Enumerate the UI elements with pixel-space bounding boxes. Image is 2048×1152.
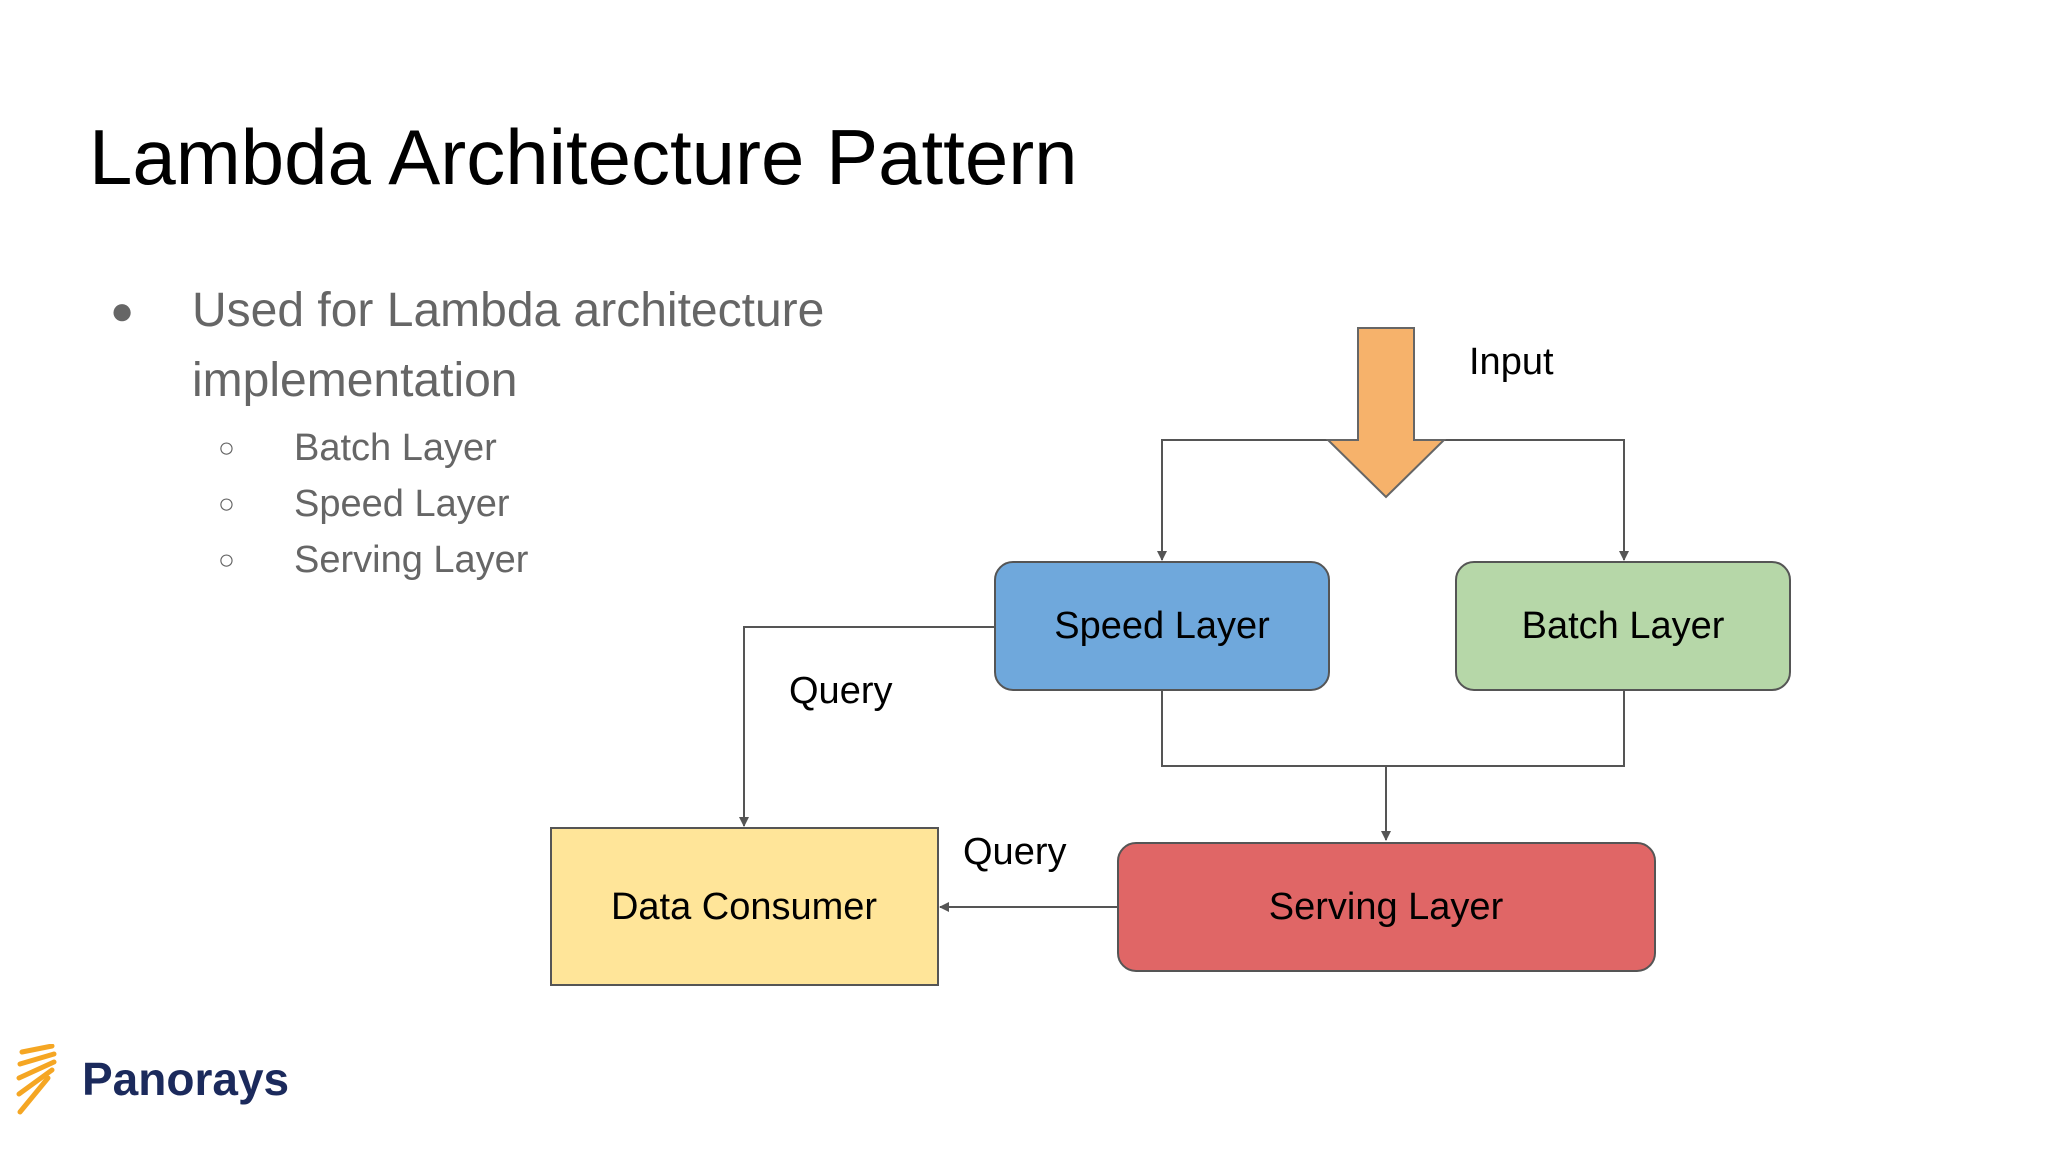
sub-bullet-text: Speed Layer [294,483,510,525]
node-serving-layer: Serving Layer [1117,842,1656,972]
node-speed-layer-label: Speed Layer [1054,605,1270,647]
node-data-consumer: Data Consumer [550,827,939,986]
panorays-mark-icon [16,1044,57,1115]
input-to-batch-connector [1442,439,1629,561]
bullet-marker-icon: ● [110,289,135,333]
sub-bullet-list: ○ Batch Layer ○ Speed Layer ○ Serving La… [110,420,1010,588]
connectors [739,439,1629,912]
sub-bullet-marker-icon: ○ [218,544,235,575]
node-speed-layer: Speed Layer [994,561,1330,691]
node-data-consumer-label: Data Consumer [611,886,877,928]
bullet-text: Used for Lambda architecture implementat… [192,284,825,407]
node-batch-layer: Batch Layer [1455,561,1791,691]
sub-bullet-item: ○ Serving Layer [110,532,1010,588]
sub-bullet-item: ○ Speed Layer [110,476,1010,532]
bullet-list: ● Used for Lambda architecture implement… [110,276,1010,588]
input-to-speed-connector [1157,439,1330,561]
node-serving-layer-label: Serving Layer [1269,886,1504,928]
panorays-logo: Panorays [16,1044,289,1124]
sub-bullet-marker-icon: ○ [218,432,235,463]
input-arrow-icon [1325,327,1447,499]
batch-to-serving-connector [1386,691,1625,767]
panorays-logo-text: Panorays [82,1053,290,1105]
query-label-serving: Query [963,831,1066,873]
bullet-item: ● Used for Lambda architecture implement… [110,276,1010,416]
sub-bullet-text: Serving Layer [294,539,529,581]
input-label: Input [1469,341,1554,383]
slide-title: Lambda Architecture Pattern [89,113,1078,201]
sub-bullet-marker-icon: ○ [218,488,235,519]
node-batch-layer-label: Batch Layer [1522,605,1725,647]
sub-bullet-item: ○ Batch Layer [110,420,1010,476]
speed-to-serving-connector [1161,691,1386,767]
sub-bullet-text: Batch Layer [294,427,497,469]
query-label-speed: Query [789,670,892,712]
speed-to-consumer-connector [739,626,995,827]
